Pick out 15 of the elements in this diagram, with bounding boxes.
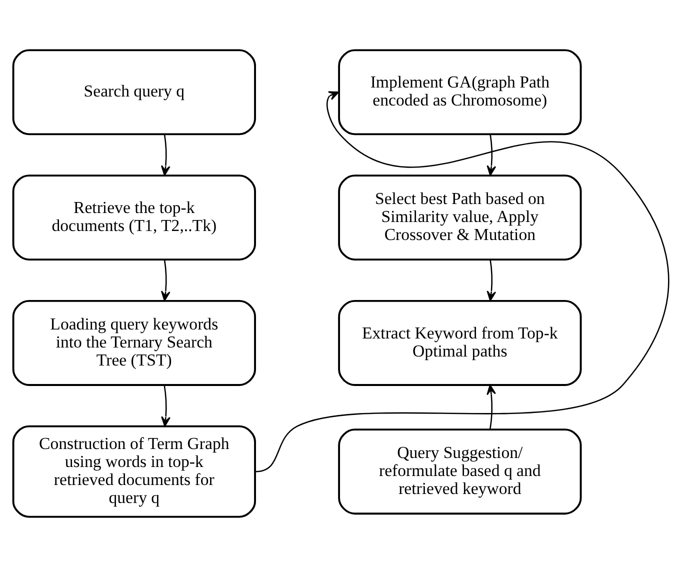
node-box: Implement GA(graph Path encoded as Chromosome) [338,48,582,135]
node-box: Extract Keyword from Top-k Optimal paths [338,299,582,386]
node-box: Construction of Term Graph using words in top-k retrieved documents for query q [12,424,256,518]
node-box: Loading query keywords into the Ternary Search Tree (TST) [12,299,256,386]
node-box: Search query q [12,48,256,135]
arrow [486,134,496,176]
arrow [161,384,170,426]
arrow [486,384,496,429]
node-box: Query Suggestion/ reformulate based q and retrieved keyword [338,428,582,514]
arrow [160,259,170,301]
node-box: Select best Path based on Similarity value, Apply Crossover & Mutation [338,174,582,260]
arrow [256,90,670,472]
arrow [160,134,170,176]
node-box: Retrieve the top-k documents (T1, T2,..Tk) [12,174,256,260]
arrow [486,259,496,301]
